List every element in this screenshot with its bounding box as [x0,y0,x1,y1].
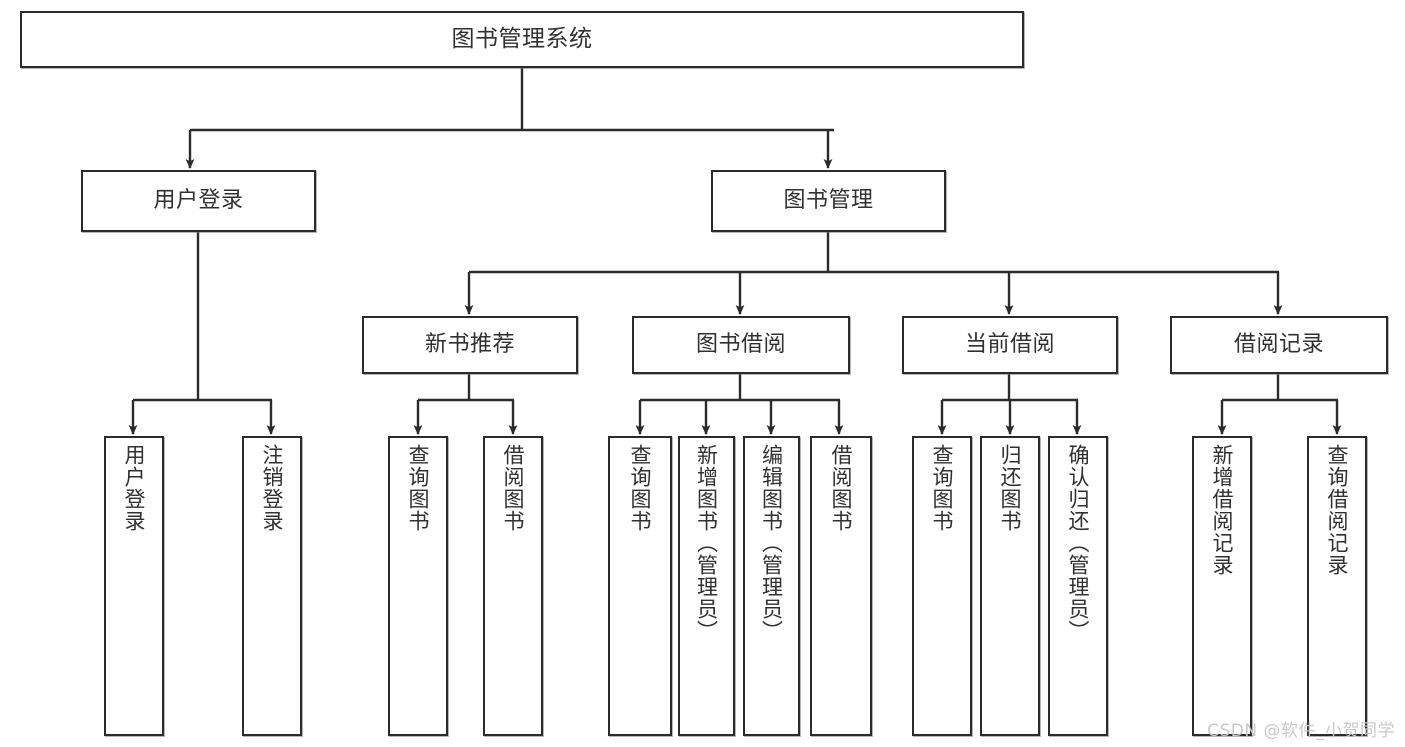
node-label: 新书推荐 [424,332,515,358]
node-label: 编辑图书（管理员） [759,444,784,642]
csdn-watermark: CSDN @软件_小贺同学 [1207,721,1395,741]
leaf-records-query[interactable]: 查询借阅记录 [1307,436,1367,736]
node-new-book-recommend[interactable]: 新书推荐 [362,316,578,374]
node-label: 图书借阅 [695,332,786,358]
node-label: 图书管理 [783,188,874,214]
node-book-management[interactable]: 图书管理 [711,170,946,232]
leaf-borrow-borrow-book[interactable]: 借阅图书 [810,436,872,736]
leaf-new-books-query[interactable]: 查询图书 [388,436,448,736]
node-label: 借阅图书 [501,444,526,532]
leaf-borrow-add-book-admin[interactable]: 新增图书（管理员） [678,436,735,736]
node-label: 用户登录 [153,188,244,214]
node-label: 新增借阅记录 [1210,444,1235,576]
node-current-borrow[interactable]: 当前借阅 [902,316,1118,374]
node-label: 归还图书 [998,444,1023,532]
node-root-system[interactable]: 图书管理系统 [20,11,1024,68]
node-user-login[interactable]: 用户登录 [81,170,316,232]
leaf-user-login-signout[interactable]: 注销登录 [242,436,302,736]
leaf-current-confirm-return-admin[interactable]: 确认归还（管理员） [1048,436,1108,736]
leaf-borrow-edit-book-admin[interactable]: 编辑图书（管理员） [743,436,800,736]
node-label: 注销登录 [260,444,285,532]
leaf-current-return-book[interactable]: 归还图书 [980,436,1040,736]
node-label: 图书管理系统 [451,25,593,52]
node-label: 查询图书 [930,444,955,532]
node-label: 借阅记录 [1233,332,1324,358]
node-borrow-records[interactable]: 借阅记录 [1170,316,1388,374]
node-label: 用户登录 [122,444,147,532]
node-label: 查询借阅记录 [1325,444,1350,576]
node-label: 借阅图书 [829,444,854,532]
node-label: 当前借阅 [964,332,1055,358]
leaf-current-query[interactable]: 查询图书 [912,436,972,736]
node-label: 新增图书（管理员） [694,444,719,642]
leaf-borrow-query[interactable]: 查询图书 [608,436,672,736]
node-label: 确认归还（管理员） [1066,444,1091,642]
leaf-records-add[interactable]: 新增借阅记录 [1192,436,1252,736]
leaf-new-books-borrow[interactable]: 借阅图书 [483,436,543,736]
node-label: 查询图书 [406,444,431,532]
node-label: 查询图书 [628,444,653,532]
leaf-user-login-signin[interactable]: 用户登录 [104,436,164,736]
node-book-borrow[interactable]: 图书借阅 [632,316,850,374]
